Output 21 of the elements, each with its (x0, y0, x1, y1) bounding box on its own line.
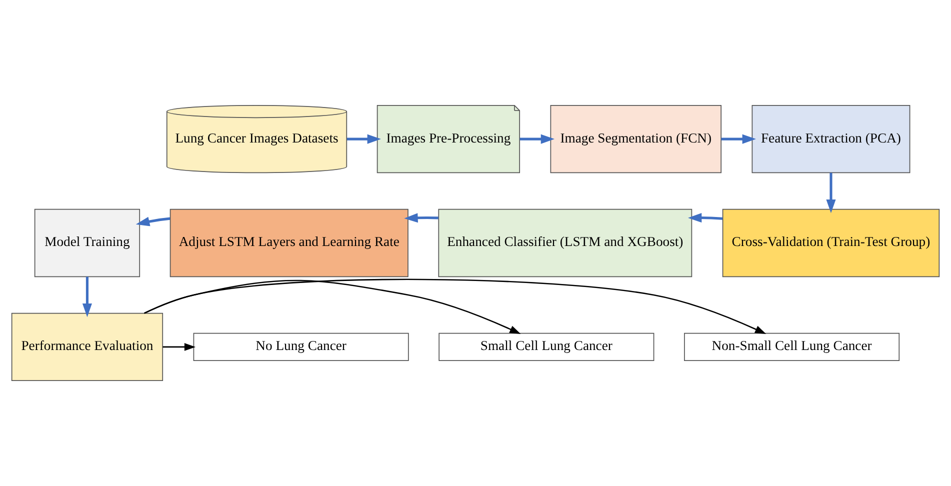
arrow (721, 134, 756, 144)
node-box: Adjust LSTM Layers and Learning Rate (170, 208, 408, 278)
node-box: Small Cell Lung Cancer (438, 332, 654, 361)
arrow (520, 134, 555, 144)
node-box: No Lung Cancer (193, 332, 409, 361)
node-box: Performance Evaluation (11, 312, 164, 382)
arrow (162, 343, 196, 351)
node-box: Model Training (34, 208, 140, 278)
arrow (144, 278, 766, 334)
arrow (826, 172, 836, 214)
node-box: Image Segmentation (FCN) (550, 104, 722, 174)
arrow (144, 280, 521, 334)
node-box: Enhanced Classifier (LSTM and XGBoost) (438, 208, 692, 278)
node-box: Non-Small Cell Lung Cancer (684, 332, 900, 361)
node-box: Feature Extraction (PCA) (752, 104, 910, 174)
arrow (347, 134, 381, 144)
node-box: Cross-Validation (Train-Test Group) (722, 208, 940, 278)
arrow (136, 216, 170, 226)
arrow (82, 276, 92, 318)
arrow (688, 212, 723, 223)
arrow (404, 213, 438, 223)
